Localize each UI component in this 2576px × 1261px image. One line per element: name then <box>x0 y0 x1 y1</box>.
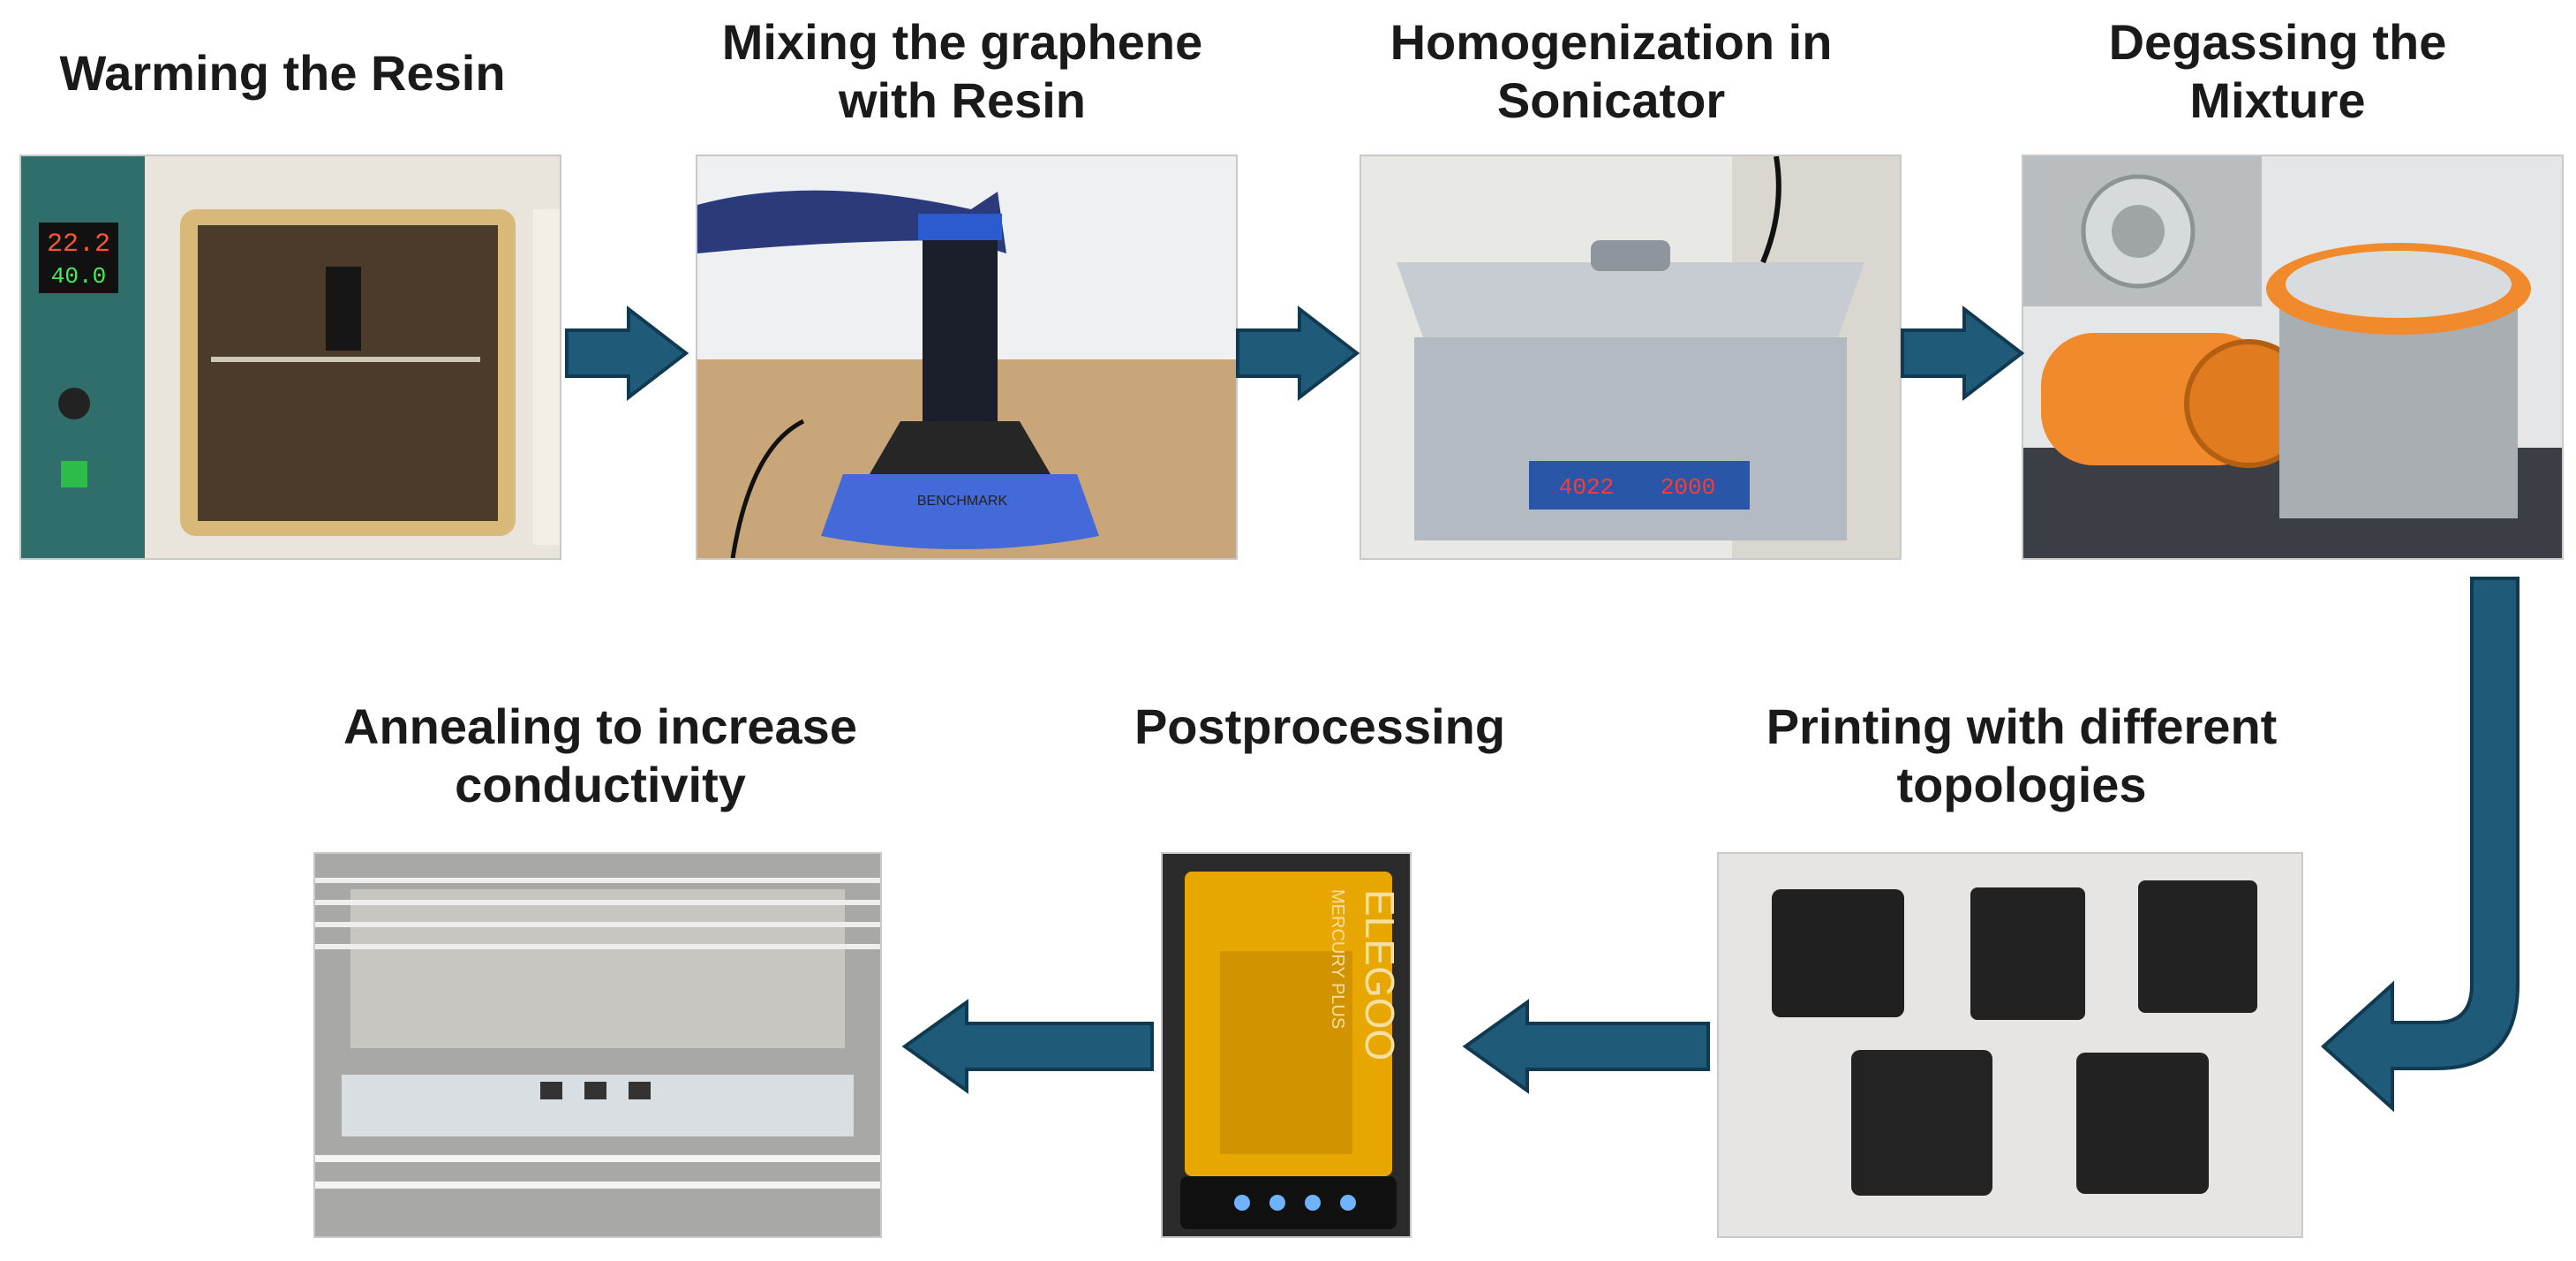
oven-display-bottom: 40.0 <box>51 263 106 290</box>
wash-station-illustration: ELEGOO MERCURY PLUS <box>1163 854 1410 1236</box>
arrow-step-1-to-2 <box>565 305 689 402</box>
degassing-photo <box>2022 155 2564 560</box>
washer-brand-text: ELEGOO <box>1357 889 1403 1061</box>
step-4-label: Degassing the Mixture <box>2108 14 2447 128</box>
arrow-step-3-to-4 <box>1901 305 2025 402</box>
printed-cubes-photo <box>1717 852 2303 1238</box>
arrow-step-5-to-6 <box>1462 999 1710 1094</box>
arrow-step-4-to-5 <box>2321 577 2520 1113</box>
oven-photo: 22.2 40.0 <box>19 155 561 560</box>
step-1-label: Warming the Resin <box>59 45 506 101</box>
annealing-oven-photo <box>313 852 882 1238</box>
step-5-label: Printing with different topologies <box>1766 698 2278 812</box>
stirrer-illustration: BENCHMARK <box>697 156 1236 558</box>
sonicator-illustration: 4022 2000 <box>1361 156 1900 558</box>
sonicator-readout-right: 2000 <box>1661 474 1715 501</box>
step-7-label: Annealing to increase conductivity <box>343 698 857 812</box>
step-2-label: Mixing the graphene with Resin <box>721 14 1203 128</box>
oven-display-top: 22.2 <box>47 230 110 260</box>
printed-cubes-illustration <box>1719 854 2301 1236</box>
degassing-illustration <box>2023 156 2562 558</box>
stirrer-brand-text: BENCHMARK <box>917 494 1008 509</box>
arrow-step-6-to-7 <box>901 999 1154 1094</box>
sonicator-photo: 4022 2000 <box>1360 155 1902 560</box>
step-3-label: Homogenization in Sonicator <box>1390 14 1833 128</box>
annealing-oven-illustration <box>315 854 880 1236</box>
sonicator-readout-left: 4022 <box>1559 474 1614 501</box>
step-6-label: Postprocessing <box>1134 698 1506 754</box>
washer-model-text: MERCURY PLUS <box>1328 889 1347 1029</box>
arrow-step-2-to-3 <box>1236 305 1360 402</box>
stirrer-photo: BENCHMARK <box>696 155 1238 560</box>
oven-illustration: 22.2 40.0 <box>21 156 560 558</box>
wash-station-photo: ELEGOO MERCURY PLUS <box>1161 852 1412 1238</box>
